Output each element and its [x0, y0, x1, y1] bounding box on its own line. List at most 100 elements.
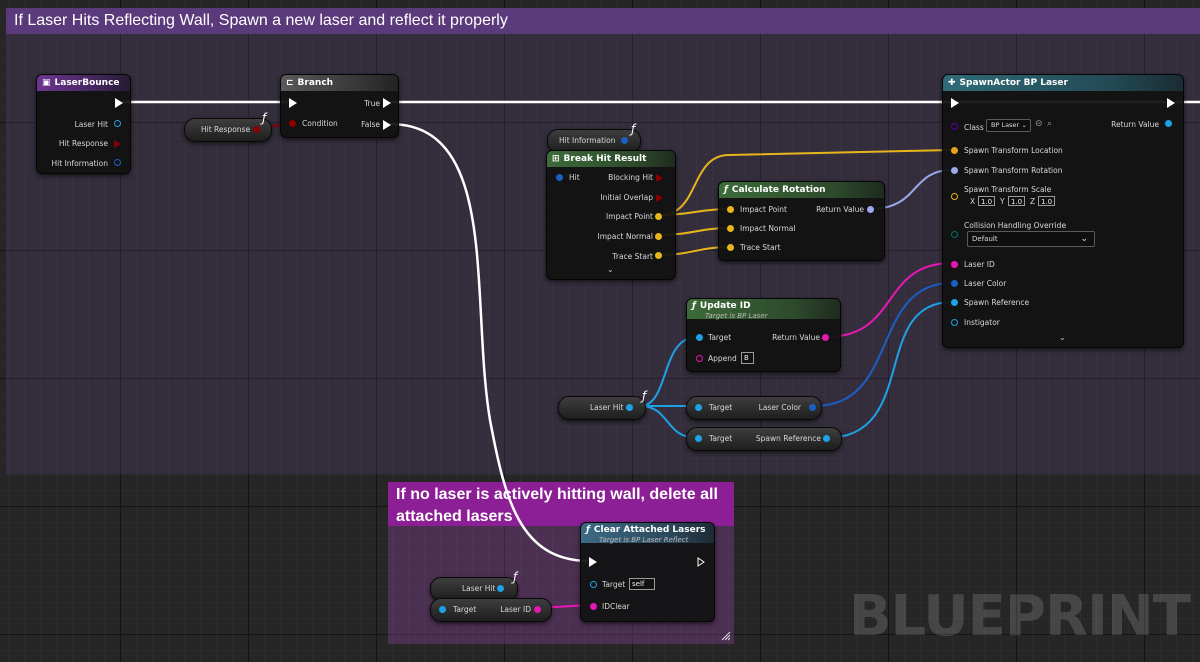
node-header[interactable]: ⊞ Break Hit Result	[547, 151, 675, 167]
node-title: Branch	[297, 78, 334, 88]
vector-pin[interactable]	[655, 252, 662, 259]
node-header[interactable]: ✚ SpawnActor BP Laser	[943, 75, 1183, 91]
boolean-pin[interactable]	[253, 126, 260, 133]
enum-pin[interactable]	[114, 140, 121, 148]
branch-node[interactable]: ⊏ Branch True Condition False	[280, 74, 399, 138]
axis-label: Y	[1000, 197, 1005, 206]
class-pin[interactable]	[951, 123, 958, 130]
string-pin[interactable]	[951, 261, 958, 268]
class-select[interactable]: BP Laser ⌄	[986, 119, 1031, 132]
node-header[interactable]: ƒ Clear Attached Lasers Target is BP Las…	[581, 523, 714, 544]
execution-pin-icon[interactable]	[697, 557, 705, 567]
object-pin[interactable]	[1165, 120, 1172, 127]
execution-pin-icon[interactable]	[1167, 98, 1175, 108]
browse-icon[interactable]: ⊝	[1035, 119, 1043, 129]
string-pin[interactable]	[822, 334, 829, 341]
object-pin[interactable]	[951, 299, 958, 306]
pin-label: Hit Response	[58, 139, 108, 148]
execution-pin-icon[interactable]	[383, 120, 391, 130]
vector-pin[interactable]	[951, 193, 958, 200]
node-title: Update ID	[699, 301, 751, 311]
pin-label: Spawn Transform Scale	[964, 185, 1052, 194]
pin-label: Collision Handling Override	[964, 221, 1067, 230]
scale-y-input[interactable]: 1.0	[1008, 196, 1025, 206]
pin-label: Laser ID	[500, 605, 531, 614]
laser-bounce-event-node[interactable]: ▣ LaserBounce Laser Hit Hit Response Hit…	[36, 74, 131, 174]
object-pin[interactable]	[695, 404, 702, 411]
execution-pin-icon[interactable]	[951, 98, 959, 108]
vector-pin[interactable]	[727, 206, 734, 213]
struct-pin[interactable]	[951, 280, 958, 287]
struct-pin[interactable]	[114, 159, 121, 166]
vector-pin[interactable]	[655, 213, 662, 220]
hit-response-variable[interactable]: Hit Response ƒ	[184, 111, 272, 142]
spawn-actor-node[interactable]: ✚ SpawnActor BP Laser Class BP Laser ⌄ ⊝…	[942, 74, 1184, 348]
var-label: Laser Hit	[462, 584, 496, 593]
vector-pin[interactable]	[727, 225, 734, 232]
struct-pin[interactable]	[809, 404, 816, 411]
object-pin[interactable]	[695, 435, 702, 442]
axis-label: X	[970, 197, 976, 206]
execution-pin-icon[interactable]	[383, 98, 391, 108]
node-header[interactable]: ƒ Calculate Rotation	[719, 182, 884, 198]
pin-label: Target	[708, 333, 732, 342]
boolean-pin[interactable]	[289, 120, 296, 127]
object-pin[interactable]	[114, 120, 121, 127]
get-spawn-reference-node[interactable]: Target Spawn Reference	[686, 427, 842, 451]
enum-pin[interactable]	[951, 231, 958, 238]
pin-label: Laser Color	[758, 403, 801, 412]
pin-label: Trace Start	[612, 252, 653, 261]
chevron-down-icon: ⌄	[1021, 121, 1027, 129]
break-hit-result-node[interactable]: ⊞ Break Hit Result Hit Blocking Hit Init…	[546, 150, 676, 280]
object-pin[interactable]	[626, 404, 633, 411]
get-laser-id-node[interactable]: Target Laser ID	[430, 598, 552, 622]
pin-label: Target	[453, 605, 477, 614]
laser-hit-variable[interactable]: Laser Hit ƒ	[430, 570, 518, 601]
boolean-pin[interactable]	[656, 174, 663, 182]
chevron-down-icon[interactable]: ⌄	[607, 265, 614, 274]
laser-hit-variable[interactable]: Laser Hit ƒ	[558, 389, 646, 420]
comment-title[interactable]: If no laser is actively hitting wall, de…	[388, 482, 734, 526]
target-input[interactable]: self	[629, 578, 655, 590]
object-pin[interactable]	[696, 334, 703, 341]
scale-x-input[interactable]: 1.0	[978, 196, 995, 206]
struct-pin[interactable]	[621, 137, 628, 144]
get-laser-color-node[interactable]: Target Laser Color	[686, 396, 822, 420]
object-pin[interactable]	[439, 606, 446, 613]
clear-attached-lasers-node[interactable]: ƒ Clear Attached Lasers Target is BP Las…	[580, 522, 715, 622]
struct-pin[interactable]	[556, 174, 563, 181]
chevron-down-icon[interactable]: ⌄	[1059, 333, 1066, 342]
execution-pin-icon[interactable]	[289, 98, 297, 108]
collision-select[interactable]: Default ⌄	[967, 231, 1095, 247]
object-pin[interactable]	[590, 581, 597, 588]
object-pin[interactable]	[951, 319, 958, 326]
rotator-pin[interactable]	[867, 206, 874, 213]
object-pin[interactable]	[497, 585, 504, 592]
calculate-rotation-node[interactable]: ƒ Calculate Rotation Impact Point Return…	[718, 181, 885, 261]
node-header[interactable]: ƒ Update ID Target is BP Laser	[687, 299, 840, 320]
update-id-node[interactable]: ƒ Update ID Target is BP Laser Target Re…	[686, 298, 841, 372]
vector-pin[interactable]	[655, 233, 662, 240]
pin-label: Target	[709, 403, 733, 412]
boolean-pin[interactable]	[656, 194, 663, 202]
pin-label: Append	[708, 354, 737, 363]
search-icon[interactable]: ⌕	[1047, 119, 1053, 129]
hit-information-variable[interactable]: Hit Information ƒ	[547, 122, 641, 153]
append-input[interactable]: B	[741, 352, 754, 364]
vector-pin[interactable]	[727, 244, 734, 251]
scale-z-input[interactable]: 1.0	[1038, 196, 1055, 206]
transform-pin[interactable]	[951, 147, 958, 154]
node-header[interactable]: ⊏ Branch	[281, 75, 398, 91]
pin-label: Target	[709, 434, 733, 443]
string-pin[interactable]	[534, 606, 541, 613]
execution-pin-icon[interactable]	[115, 98, 123, 108]
resize-grip-icon[interactable]	[721, 631, 731, 641]
pin-label: Laser Hit	[74, 120, 108, 129]
node-header[interactable]: ▣ LaserBounce	[37, 75, 130, 91]
comment-title[interactable]: If Laser Hits Reflecting Wall, Spawn a n…	[6, 8, 1200, 34]
string-pin[interactable]	[696, 355, 703, 362]
object-pin[interactable]	[823, 435, 830, 442]
rotator-pin[interactable]	[951, 167, 958, 174]
execution-pin-icon[interactable]	[589, 557, 597, 567]
string-pin[interactable]	[590, 603, 597, 610]
